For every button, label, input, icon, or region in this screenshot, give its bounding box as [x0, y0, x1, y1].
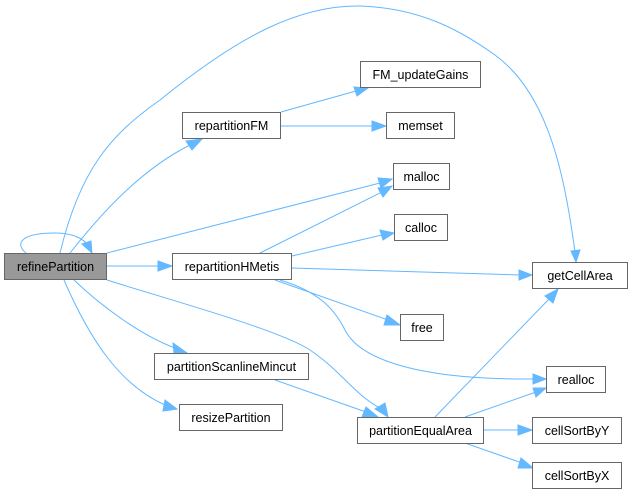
arrowhead	[379, 229, 396, 241]
edge-partitionEqualArea-to-cellSortByX	[464, 442, 523, 464]
node-malloc[interactable]: malloc	[393, 163, 450, 190]
node-memset[interactable]: memset	[386, 112, 455, 139]
node-calloc[interactable]: calloc	[394, 214, 448, 241]
edge-partitionScanlineMincut-to-partitionEqualArea	[274, 379, 367, 413]
edge-repartitionHMetis-to-realloc	[279, 279, 535, 380]
edge-refinePartition-to-getCellArea	[59, 5, 576, 254]
edge-partitionEqualArea-to-getCellArea	[434, 297, 551, 418]
node-resizePartition[interactable]: resizePartition	[179, 404, 283, 431]
node-FM-updateGains[interactable]: FM_updateGains	[360, 61, 481, 88]
node-partitionScanlineMincut[interactable]: partitionScanlineMincut	[154, 353, 309, 380]
node-cellSortByY[interactable]: cellSortByY	[532, 417, 622, 444]
edge-refinePartition-to-resizePartition	[63, 279, 166, 406]
arrowhead	[162, 399, 179, 412]
node-getCellArea[interactable]: getCellArea	[532, 262, 628, 289]
edge-refinePartition-to-partitionEqualArea	[106, 279, 381, 409]
node-repartitionFM[interactable]: repartitionFM	[182, 112, 281, 139]
edge-repartitionFM-to-FM_updateGains	[280, 90, 357, 113]
edge-repartitionHMetis-to-malloc	[259, 191, 383, 254]
edge-partitionEqualArea-to-realloc	[464, 391, 537, 418]
node-partitionEqualArea[interactable]: partitionEqualArea	[357, 417, 484, 444]
edge-refinePartition-to-malloc	[106, 182, 381, 254]
arrowhead	[383, 314, 402, 326]
arrowhead	[532, 387, 548, 398]
node-repartitionHMetis[interactable]: repartitionHMetis	[172, 253, 292, 280]
arrowhead	[377, 177, 394, 189]
edge-refinePartition-to-repartitionFM	[69, 144, 191, 254]
arrowhead	[157, 260, 174, 272]
arrowhead	[518, 269, 534, 281]
arrowhead	[544, 287, 559, 304]
node-cellSortByX[interactable]: cellSortByX	[532, 462, 622, 489]
arrowhead	[377, 185, 394, 198]
edge-repartitionHMetis-to-calloc	[291, 234, 383, 257]
edge-repartitionHMetis-to-free	[274, 279, 389, 321]
arrowhead	[570, 249, 581, 264]
node-refinePartition: refinePartition	[4, 253, 107, 280]
arrowhead	[371, 120, 388, 132]
arrowhead	[353, 86, 370, 97]
arrowhead	[185, 138, 204, 151]
arrowhead	[374, 402, 389, 419]
edge-refinePartition-to-partitionScanlineMincut	[73, 279, 176, 349]
edge-refinePartition-to-refinePartition	[20, 232, 89, 254]
arrowhead	[81, 240, 93, 255]
node-realloc[interactable]: realloc	[546, 366, 606, 393]
arrowhead	[517, 457, 535, 469]
edge-repartitionHMetis-to-getCellArea	[291, 267, 521, 276]
arrowhead	[517, 424, 534, 436]
node-free[interactable]: free	[400, 314, 444, 341]
arrowhead	[532, 373, 548, 385]
arrowhead	[172, 341, 189, 354]
